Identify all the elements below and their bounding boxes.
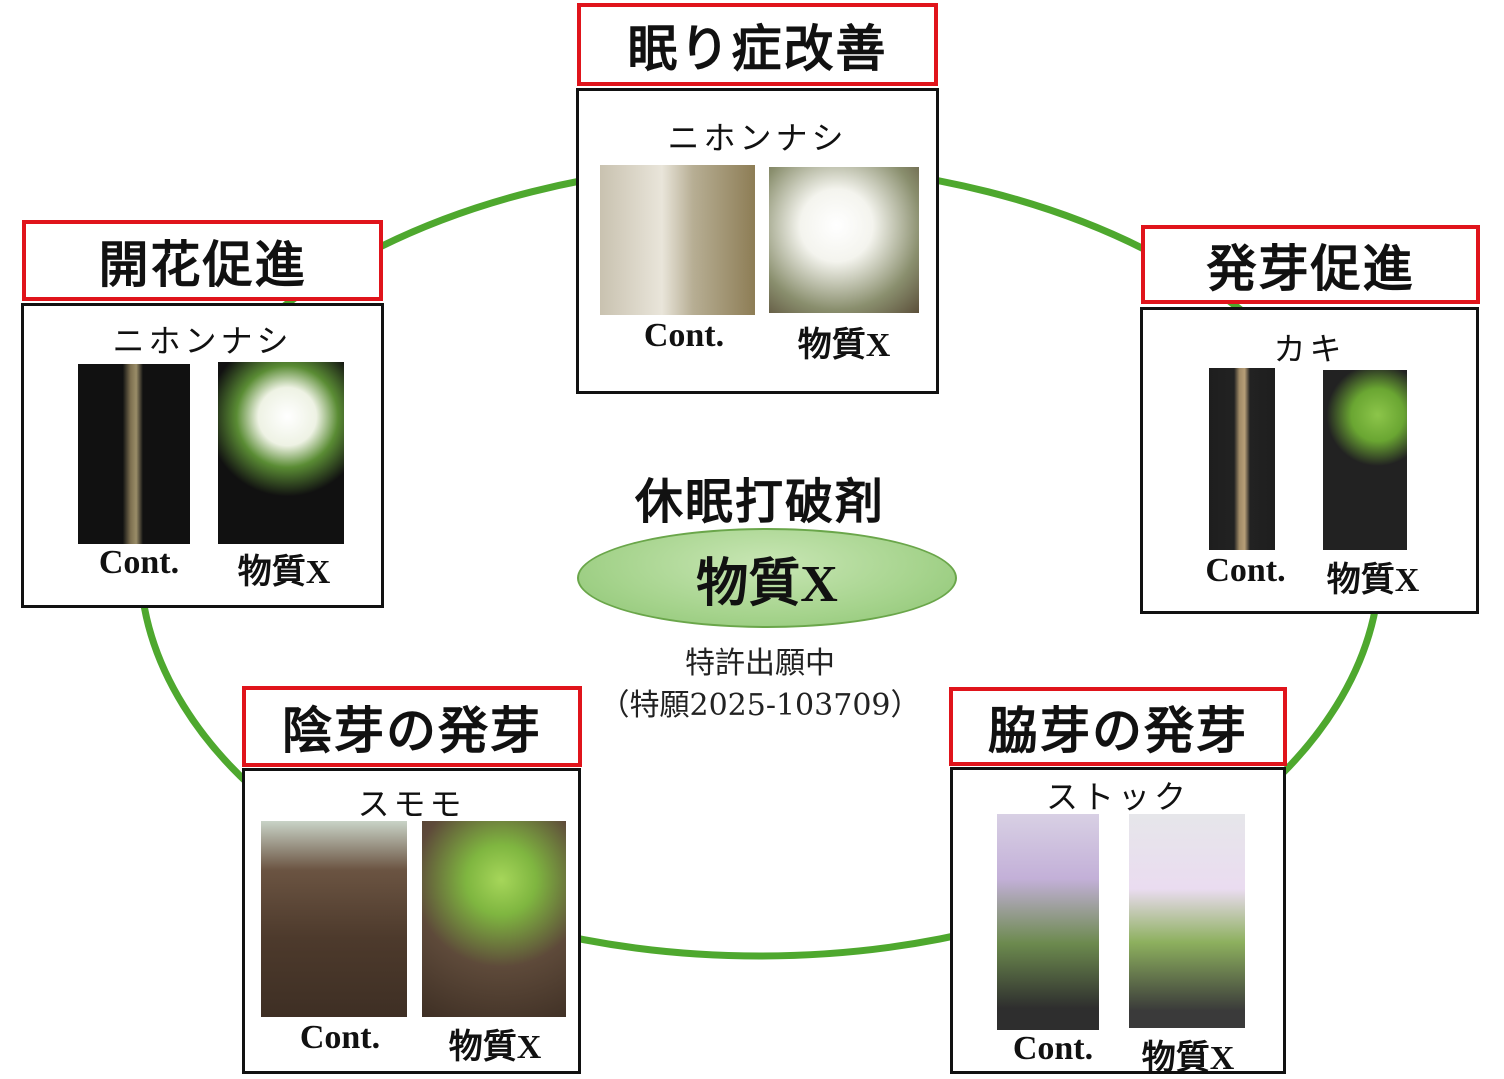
treated-label: 物質X	[237, 554, 331, 591]
panel-top: ニホンナシ Cont. 物質X	[576, 88, 939, 394]
patent-status: 特許出願中	[685, 646, 835, 681]
treated-photo	[769, 167, 919, 313]
panel-bottom-right: ストック Cont. 物質X	[950, 767, 1286, 1077]
treated-photo	[422, 821, 566, 1017]
plant-name: スモモ	[357, 785, 466, 823]
control-photo	[600, 165, 755, 315]
treated-label: 物質X	[1141, 1040, 1235, 1077]
treated-photo	[1323, 370, 1407, 550]
title-bottom-left: 陰芽の発芽	[242, 686, 582, 767]
control-label: Cont.	[1012, 1030, 1094, 1067]
control-label: Cont.	[98, 544, 180, 581]
treated-photo	[218, 362, 344, 544]
control-label: Cont.	[643, 317, 725, 354]
substance-ellipse: 物質X	[577, 528, 957, 628]
panel-right: カキ Cont. 物質X	[1140, 307, 1479, 614]
control-photo	[261, 821, 407, 1017]
treated-label: 物質X	[797, 327, 891, 364]
control-photo	[997, 814, 1099, 1030]
title-top: 眠り症改善	[577, 3, 938, 86]
title-left: 開花促進	[22, 220, 383, 301]
substance-label: 物質X	[696, 555, 838, 613]
plant-name: ニホンナシ	[112, 322, 293, 360]
title-right: 発芽促進	[1141, 225, 1480, 304]
treated-photo	[1129, 814, 1245, 1028]
control-label: Cont.	[299, 1019, 381, 1056]
treated-label: 物質X	[1326, 562, 1420, 599]
control-photo	[78, 364, 190, 544]
patent-number: （特願2025-103709）	[599, 688, 921, 723]
panel-left: ニホンナシ Cont. 物質X	[21, 303, 384, 608]
treated-label: 物質X	[448, 1029, 542, 1066]
plant-name: ニホンナシ	[667, 119, 848, 157]
plant-name: ストック	[1045, 778, 1190, 816]
title-bottom-right: 脇芽の発芽	[949, 687, 1287, 766]
center-title: 休眠打破剤	[634, 474, 885, 530]
panel-bottom-left: スモモ Cont. 物質X	[242, 768, 581, 1074]
control-photo	[1209, 368, 1275, 550]
plant-name: カキ	[1273, 330, 1346, 368]
control-label: Cont.	[1205, 552, 1286, 589]
